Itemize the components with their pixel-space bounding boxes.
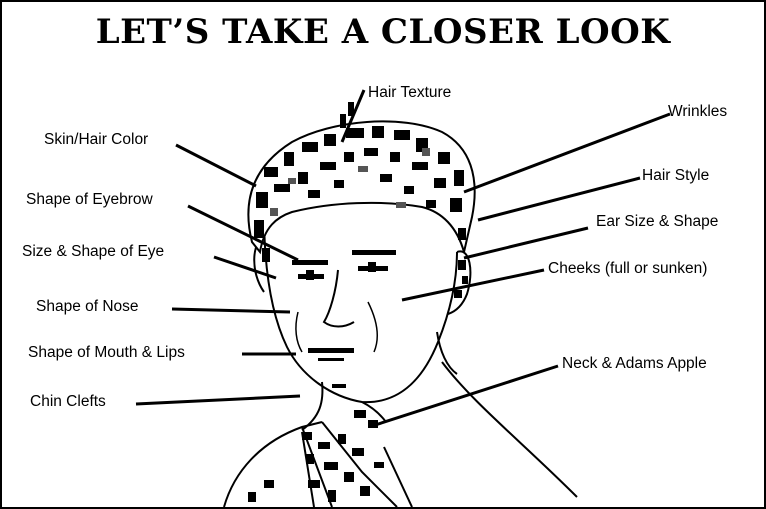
mouth <box>308 348 354 361</box>
label-skin-hair-color: Skin/Hair Color <box>44 131 148 149</box>
eyebrows <box>292 250 396 265</box>
nose <box>324 270 354 327</box>
label-shape-of-eyebrow: Shape of Eyebrow <box>26 191 153 209</box>
label-shape-of-nose: Shape of Nose <box>36 298 139 316</box>
pointer-wrinkles <box>464 114 670 192</box>
label-hair-style: Hair Style <box>642 167 709 185</box>
pointer-skin-hair-color <box>176 145 256 186</box>
label-size-shape-of-eye: Size & Shape of Eye <box>22 243 164 261</box>
label-wrinkles: Wrinkles <box>668 103 727 121</box>
chin-shading <box>332 384 378 428</box>
shirt-and-shoulders <box>224 362 577 507</box>
hair <box>248 102 474 262</box>
neck <box>302 332 457 430</box>
label-neck-adams-apple: Neck & Adams Apple <box>562 355 707 373</box>
pointer-cheeks <box>402 270 544 300</box>
pointer-chin-clefts <box>136 396 300 404</box>
label-shape-of-mouth-lips: Shape of Mouth & Lips <box>28 344 185 362</box>
pointer-neck-adams-apple <box>372 366 558 426</box>
label-cheeks: Cheeks (full or sunken) <box>548 260 707 278</box>
pointer-ear-size-shape <box>464 228 588 258</box>
label-chin-clefts: Chin Clefts <box>30 393 106 411</box>
label-ear-size-shape: Ear Size & Shape <box>596 213 718 231</box>
pointer-shape-of-nose <box>172 309 290 312</box>
label-hair-texture: Hair Texture <box>368 84 451 102</box>
face-outline <box>254 212 470 402</box>
